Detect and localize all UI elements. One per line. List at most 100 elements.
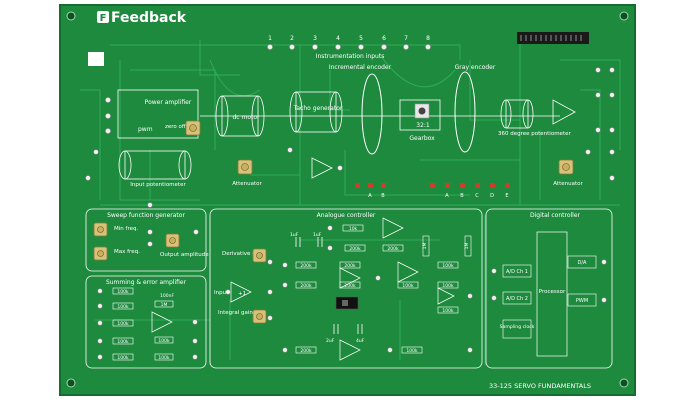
mounting-hole bbox=[66, 378, 76, 388]
mounting-hole bbox=[66, 11, 76, 21]
gray-encoder-label: Gray encoder bbox=[455, 64, 496, 71]
svg-text:100k: 100k bbox=[442, 308, 454, 314]
label-window bbox=[88, 52, 104, 66]
svg-text:A: A bbox=[445, 193, 449, 199]
attenuator-left-label: Attenuator bbox=[232, 181, 262, 187]
max-freq-knob[interactable] bbox=[93, 246, 108, 261]
svg-text:100k: 100k bbox=[442, 283, 454, 289]
svg-text:200k: 200k bbox=[300, 283, 312, 289]
svg-text:100k: 100k bbox=[117, 304, 129, 310]
socket-terminal[interactable] bbox=[105, 113, 111, 119]
svg-text:Processor: Processor bbox=[539, 289, 566, 295]
ribbon-connector bbox=[517, 32, 589, 44]
instrumentation-inputs: 1 2 3 4 5 6 7 8 Instrumentation inputs bbox=[267, 35, 431, 60]
svg-text:2uF: 2uF bbox=[326, 338, 335, 344]
zero-offset-knob[interactable] bbox=[185, 120, 201, 136]
svg-text:100k: 100k bbox=[158, 338, 170, 344]
svg-text:1uF: 1uF bbox=[290, 232, 299, 238]
analogue-controller-panel: Analogue controller Derivative gain Inte… bbox=[209, 208, 483, 369]
instrumentation-inputs-label: Instrumentation inputs bbox=[316, 53, 385, 60]
svg-text:Analogue controller: Analogue controller bbox=[317, 212, 376, 219]
svg-text:200k: 200k bbox=[387, 246, 399, 252]
socket-terminal[interactable] bbox=[105, 128, 111, 134]
summing-amplifier-panel: Summing & error amplifier 100k 100k 100k… bbox=[85, 275, 207, 369]
svg-text:Summing & error amplifier: Summing & error amplifier bbox=[106, 279, 187, 286]
socket-terminal[interactable] bbox=[312, 44, 318, 50]
svg-text:5: 5 bbox=[359, 35, 363, 42]
socket-terminal[interactable] bbox=[425, 44, 431, 50]
svg-text:C: C bbox=[475, 193, 479, 199]
svg-text:Derivative gain: Derivative gain bbox=[222, 251, 264, 257]
input-potentiometer: Input potentiometer bbox=[118, 150, 192, 188]
attenuator-left-knob[interactable] bbox=[237, 159, 253, 175]
svg-text:1uF: 1uF bbox=[313, 232, 322, 238]
upper-sockets bbox=[85, 67, 615, 208]
encoder-led-row: A B A B C D E bbox=[355, 183, 510, 199]
socket-terminal[interactable] bbox=[403, 44, 409, 50]
svg-text:200k: 200k bbox=[300, 348, 312, 354]
svg-text:8: 8 bbox=[426, 35, 430, 42]
svg-text:B: B bbox=[460, 193, 464, 199]
board-title: 33-125 SERVO FUNDAMENTALS bbox=[489, 382, 591, 390]
svg-text:100k: 100k bbox=[406, 348, 418, 354]
integral-gain-knob[interactable] bbox=[252, 309, 267, 324]
svg-text:1M: 1M bbox=[422, 243, 428, 250]
svg-text:PWM: PWM bbox=[576, 298, 588, 304]
mounting-hole bbox=[619, 378, 629, 388]
svg-text:7: 7 bbox=[404, 35, 408, 42]
buffer-amplifier bbox=[552, 99, 576, 125]
gearbox: 32:1 Gearbox bbox=[399, 99, 441, 142]
svg-text:100k: 100k bbox=[117, 321, 129, 327]
svg-text:dc motor: dc motor bbox=[232, 114, 260, 121]
sweep-generator-panel: Sweep function generator Min freq. Max f… bbox=[85, 208, 209, 272]
output-amplitude-knob[interactable] bbox=[165, 233, 180, 248]
svg-text:2: 2 bbox=[290, 35, 294, 42]
svg-text:200k: 200k bbox=[300, 263, 312, 269]
socket-terminal[interactable] bbox=[358, 44, 364, 50]
svg-text:A/D Ch 1: A/D Ch 1 bbox=[506, 269, 528, 275]
svg-text:100k: 100k bbox=[117, 289, 129, 295]
svg-text:100k: 100k bbox=[117, 355, 129, 361]
svg-text:D: D bbox=[490, 193, 494, 199]
incremental-encoder-disc bbox=[361, 73, 383, 155]
svg-text:32:1: 32:1 bbox=[416, 122, 430, 129]
attenuator-amplifier bbox=[311, 157, 333, 179]
svg-text:100k: 100k bbox=[117, 339, 129, 345]
svg-text:Digital controller: Digital controller bbox=[530, 212, 581, 219]
svg-text:pwm: pwm bbox=[138, 126, 153, 133]
svg-text:200k: 200k bbox=[344, 283, 356, 289]
svg-text:1M: 1M bbox=[161, 302, 168, 308]
svg-text:Sweep function generator: Sweep function generator bbox=[107, 212, 185, 219]
socket-terminal[interactable] bbox=[267, 44, 273, 50]
min-freq-knob[interactable] bbox=[93, 222, 108, 237]
socket-terminal[interactable] bbox=[105, 97, 111, 103]
svg-text:Power amplifier: Power amplifier bbox=[145, 99, 192, 106]
svg-text:3: 3 bbox=[313, 35, 317, 42]
svg-text:Input: Input bbox=[214, 290, 229, 296]
svg-text:200k: 200k bbox=[349, 246, 361, 252]
tacho-generator: Tacho generator bbox=[289, 91, 343, 133]
attenuator-right-label: Attenuator bbox=[553, 181, 583, 187]
svg-text:4uF: 4uF bbox=[356, 338, 365, 344]
svg-text:1: 1 bbox=[268, 35, 272, 42]
svg-text:4: 4 bbox=[336, 35, 340, 42]
gray-encoder-disc bbox=[454, 71, 476, 153]
svg-text:E: E bbox=[505, 193, 508, 199]
socket-terminal[interactable] bbox=[289, 44, 295, 50]
svg-text:Tacho generator: Tacho generator bbox=[293, 105, 343, 112]
svg-text:6: 6 bbox=[382, 35, 386, 42]
svg-text:F: F bbox=[100, 13, 107, 24]
attenuator-right-knob[interactable] bbox=[558, 159, 574, 175]
svg-text:360 degree potentiometer: 360 degree potentiometer bbox=[498, 131, 571, 137]
mounting-hole bbox=[619, 11, 629, 21]
svg-text:100nF: 100nF bbox=[160, 293, 174, 299]
svg-text:10k: 10k bbox=[349, 226, 358, 232]
svg-text:B: B bbox=[381, 193, 385, 199]
svg-text:100k: 100k bbox=[158, 355, 170, 361]
socket-terminal[interactable] bbox=[381, 44, 387, 50]
socket-terminal[interactable] bbox=[335, 44, 341, 50]
derivative-gain-knob[interactable] bbox=[252, 248, 267, 263]
digital-controller-panel: Digital controller Processor A/D Ch 1 A/… bbox=[485, 208, 613, 369]
